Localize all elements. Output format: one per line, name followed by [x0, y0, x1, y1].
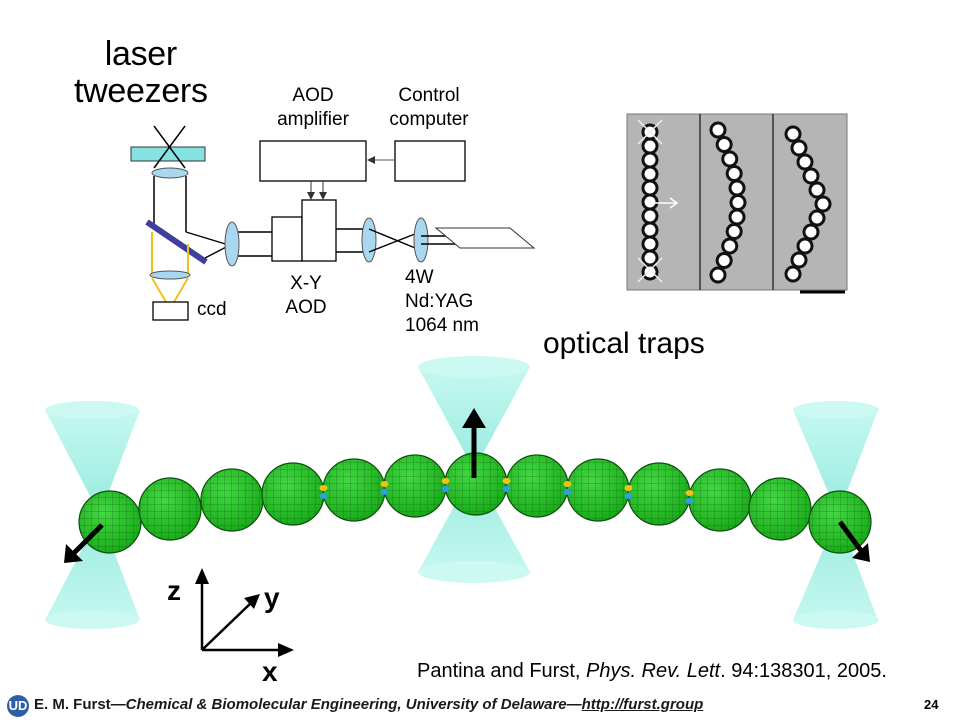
- micro-bead: [784, 125, 802, 143]
- bead-mesh: [79, 491, 141, 553]
- bead-mesh: [384, 455, 446, 517]
- micro-bead: [796, 237, 814, 255]
- bead-chain: [78, 452, 872, 554]
- title-line-1: laser: [104, 35, 178, 73]
- bead-mesh: [628, 463, 690, 525]
- micro-bead: [709, 121, 727, 139]
- aod-x: [271, 216, 303, 262]
- coordinate-axes: [195, 568, 294, 657]
- micro-bead: [814, 195, 832, 213]
- optical-traps-label: optical traps: [543, 327, 705, 360]
- tweezers-schematic: [130, 125, 536, 321]
- micro-bead: [715, 252, 733, 269]
- axis-z-label: z: [167, 575, 181, 606]
- objective-lens: [151, 167, 189, 179]
- contact-stress-spot: [685, 490, 694, 496]
- micro-bead: [641, 165, 659, 183]
- contact-stress-spot: [441, 478, 450, 484]
- micro-bead: [641, 193, 659, 211]
- bead-mesh: [506, 455, 568, 517]
- page-number: 24: [924, 697, 939, 712]
- contact-stress-spot: [502, 478, 511, 484]
- micro-bead: [641, 263, 659, 281]
- aod-y: [301, 199, 337, 262]
- bead-mesh: [749, 478, 811, 540]
- axis-y-label: y: [264, 582, 280, 613]
- micro-bead: [641, 137, 659, 155]
- bead-mesh: [323, 459, 385, 521]
- citation: Pantina and Furst, Phys. Rev. Lett. 94:1…: [417, 660, 887, 682]
- aod-amplifier-label: AOD amplifier: [277, 85, 349, 130]
- contact-stress-spot: [380, 481, 389, 487]
- contact-stress-spot: [441, 486, 450, 492]
- lens-3: [413, 217, 429, 263]
- bead-mesh: [445, 453, 507, 515]
- micro-bead: [802, 167, 820, 185]
- lens-2: [361, 217, 377, 263]
- ccd-label: ccd: [197, 299, 227, 320]
- micro-bead: [808, 209, 826, 227]
- micro-bead: [641, 235, 659, 253]
- laser-source: [434, 227, 536, 249]
- micro-bead: [721, 237, 739, 255]
- micro-bead: [641, 207, 659, 225]
- micro-bead: [790, 139, 808, 157]
- micro-bead: [790, 251, 808, 269]
- micro-bead: [641, 221, 659, 239]
- micro-bead: [709, 266, 727, 284]
- control-computer-label: Control computer: [389, 85, 469, 130]
- footer-credit: E. M. Furst—Chemical & Biomolecular Engi…: [34, 696, 704, 713]
- sample-stage: [130, 146, 206, 162]
- bead-mesh: [262, 463, 324, 525]
- micro-bead: [715, 136, 733, 153]
- contact-stress-spot: [319, 485, 328, 491]
- micro-bead: [641, 179, 659, 197]
- xy-aod-label: X-Y AOD: [285, 273, 327, 318]
- contact-stress-spot: [685, 498, 694, 504]
- bead-mesh: [201, 469, 263, 531]
- micro-bead: [802, 223, 820, 241]
- contact-stress-spot: [624, 485, 633, 491]
- aod-amplifier-box: [259, 140, 367, 182]
- micro-bead: [728, 179, 746, 197]
- contact-stress-spot: [380, 489, 389, 495]
- contact-stress-spot: [319, 493, 328, 499]
- dichroic-mirror: [145, 219, 208, 265]
- university-logo-icon: UD: [7, 695, 29, 717]
- lens-1: [224, 221, 240, 267]
- bead-mesh: [567, 459, 629, 521]
- force-arrows: [64, 408, 870, 563]
- micro-bead: [729, 194, 747, 211]
- slide-footer: UD E. M. Furst—Chemical & Biomolecular E…: [0, 694, 960, 720]
- bead-chain-micrograph: [626, 113, 848, 294]
- contact-stress-spot: [624, 493, 633, 499]
- laser-label: 4W Nd:YAG 1064 nm: [405, 267, 479, 336]
- bead-mesh: [139, 478, 201, 540]
- ccd-box: [152, 301, 189, 321]
- title-line-2: tweezers: [74, 72, 208, 110]
- axis-x-label: x: [262, 656, 278, 687]
- footer-url-link[interactable]: http://furst.group: [581, 696, 704, 713]
- bead-mesh: [689, 469, 751, 531]
- micro-bead: [725, 223, 743, 240]
- contact-stress-spot: [563, 481, 572, 487]
- contact-stress-spot: [502, 486, 511, 492]
- micro-bead: [725, 165, 743, 182]
- contact-stress-spot: [563, 489, 572, 495]
- micro-bead: [796, 153, 814, 171]
- slide-title: laser tweezers: [74, 36, 208, 110]
- micro-bead: [808, 181, 826, 199]
- micro-bead: [641, 249, 659, 267]
- micro-bead: [641, 151, 659, 169]
- micro-bead: [721, 150, 739, 168]
- micro-bead: [784, 265, 802, 283]
- control-computer-box: [394, 140, 466, 182]
- micro-bead: [728, 208, 746, 226]
